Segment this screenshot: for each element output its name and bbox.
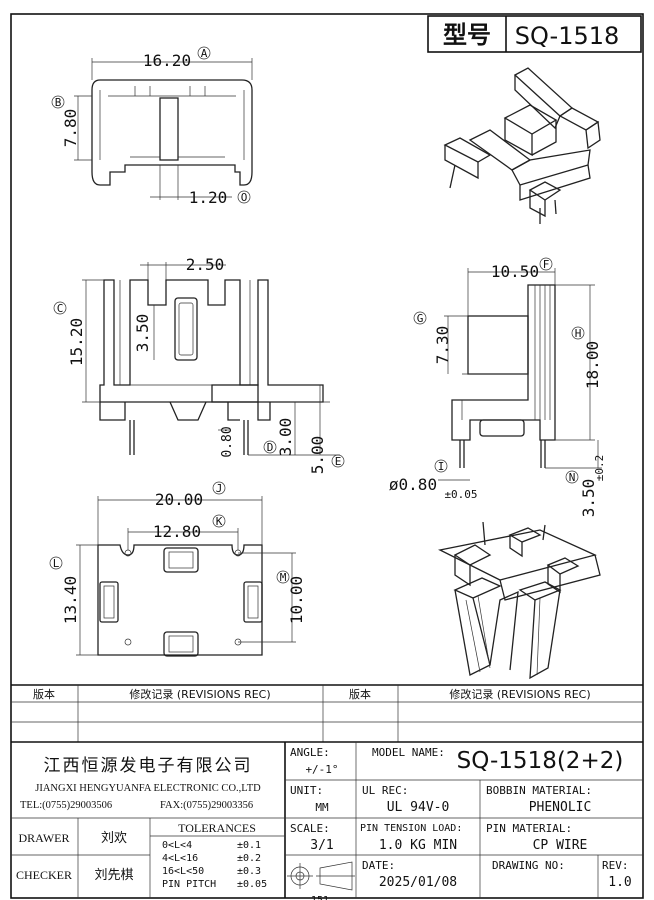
drawer-name: 刘欢 [101, 831, 127, 846]
marker-o: O [241, 191, 248, 204]
dim-front-e: 5.00 [308, 436, 327, 475]
scale-value: 3/1 [310, 838, 333, 853]
tol-range-3: PIN PITCH [162, 879, 216, 890]
bottom-view: 20.00 J 12.80 K 13.40 L 10.00 M [49, 481, 306, 657]
pin-tension-label: PIN TENSION LOAD: [360, 823, 462, 834]
marker-e: E [335, 455, 342, 468]
scale-label: SCALE: [290, 822, 330, 835]
dim-front-pin: 0.80 [220, 426, 235, 457]
dim-side-i: ø0.80 [389, 475, 437, 494]
top-view: 16.20 A 7.80 B 1.20 O [51, 46, 253, 207]
marker-f: F [543, 258, 550, 271]
marker-j: J [216, 482, 223, 495]
tol-value-1: ±0.2 [237, 853, 261, 864]
title-block: 江西恒源发电子有限公司 JIANGXI HENGYUANFA ELECTRONI… [11, 741, 643, 898]
tol-value-0: ±0.1 [237, 840, 261, 851]
dim-bottom-m: 10.00 [287, 576, 306, 624]
dim-bottom-k: 12.80 [153, 522, 201, 541]
company-name-cn: 江西恒源发电子有限公司 [44, 756, 253, 776]
bobbin-label: BOBBIN MATERIAL: [486, 784, 592, 797]
rev-col2: 修改记录 (REVISIONS REC) [129, 687, 270, 701]
dim-side-f: 10.50 [491, 262, 539, 281]
date-value: 2025/01/08 [379, 875, 457, 890]
ul-value: UL 94V-0 [387, 800, 450, 815]
dim-front-height: 15.20 [67, 318, 86, 366]
pin-tension-value: 1.0 KG MIN [379, 838, 457, 853]
dim-bottom-j: 20.00 [155, 490, 203, 509]
marker-l: L [53, 557, 60, 570]
tol-value-2: ±0.3 [237, 866, 261, 877]
footer-number: 151 [311, 895, 329, 900]
marker-a: A [201, 47, 208, 60]
marker-i: I [438, 460, 445, 473]
pin-material-label: PIN MATERIAL: [486, 822, 572, 835]
angle-label: ANGLE: [290, 746, 330, 759]
dim-front-top: 2.50 [186, 255, 225, 274]
unit-value: MM [315, 801, 329, 814]
revision-table: 版本 修改记录 (REVISIONS REC) 版本 修改记录 (REVISIO… [11, 684, 643, 743]
marker-k: K [216, 515, 223, 528]
checker-label: CHECKER [16, 868, 72, 882]
dim-side-n: 3.50 [579, 479, 598, 518]
dim-side-n-tol: ±0.2 [593, 455, 606, 482]
pin-material-value: CP WIRE [533, 838, 588, 853]
marker-b: B [55, 96, 62, 109]
tol-range-0: 0<L<4 [162, 840, 192, 851]
model-name-label: MODEL NAME: [372, 746, 445, 759]
dim-front-slot: 3.50 [133, 314, 152, 353]
drawing-frame [10, 13, 644, 899]
title-label: 型号 [443, 21, 491, 49]
marker-h: H [575, 327, 582, 340]
dim-a: 16.20 [143, 51, 191, 70]
marker-d: D [267, 441, 274, 454]
ul-label: UL REC: [362, 784, 408, 797]
company-name-en: JIANGXI HENGYUANFA ELECTRONIC CO.,LTD [35, 783, 261, 794]
dim-front-d: 3.00 [276, 418, 295, 457]
dim-side-i-tol: ±0.05 [444, 488, 477, 501]
marker-m: M [280, 571, 287, 584]
dim-side-h: 18.00 [583, 341, 602, 389]
dim-zero: 1.20 [189, 188, 228, 207]
title-box: 型号 SQ-1518 [427, 15, 642, 53]
date-label: DATE: [362, 859, 395, 872]
rev-col1: 版本 [33, 687, 55, 701]
isometric-view-top [443, 67, 601, 224]
rev-col4: 修改记录 (REVISIONS REC) [449, 687, 590, 701]
tol-value-3: ±0.05 [237, 879, 267, 890]
bobbin-value: PHENOLIC [529, 800, 592, 815]
marker-n: N [569, 471, 576, 484]
drawer-label: DRAWER [18, 831, 69, 845]
model-name-value: SQ-1518(2+2) [457, 748, 624, 774]
angle-value: +/-1° [305, 763, 338, 776]
side-view: 10.50 F 7.30 G 18.00 H ø0.80 ±0.05 I 3.5… [389, 257, 606, 518]
dim-side-g: 7.30 [433, 326, 452, 365]
company-fax: FAX:(0755)29003356 [160, 800, 253, 811]
title-model: SQ-1518 [515, 22, 620, 50]
isometric-view-bottom [438, 521, 601, 680]
rev-label: REV: [602, 859, 629, 872]
checker-name: 刘先棋 [94, 868, 133, 883]
projection-symbol-icon [287, 861, 355, 891]
tolerances-label: TOLERANCES [178, 821, 256, 835]
tol-range-2: 16<L<50 [162, 866, 204, 877]
marker-c: C [57, 302, 64, 315]
tol-range-1: 4<L<16 [162, 853, 198, 864]
unit-label: UNIT: [290, 784, 323, 797]
marker-g: G [417, 312, 424, 325]
rev-col3: 版本 [349, 687, 371, 701]
front-view: 2.50 15.20 C 3.50 0.80 3.00 D 5.00 E [53, 255, 345, 475]
rev-value: 1.0 [608, 875, 631, 890]
drawing-no-label: DRAWING NO: [492, 859, 565, 872]
dim-bottom-l: 13.40 [61, 576, 80, 624]
company-tel: TEL:(0755)29003506 [20, 800, 112, 811]
dim-b: 7.80 [61, 109, 80, 148]
